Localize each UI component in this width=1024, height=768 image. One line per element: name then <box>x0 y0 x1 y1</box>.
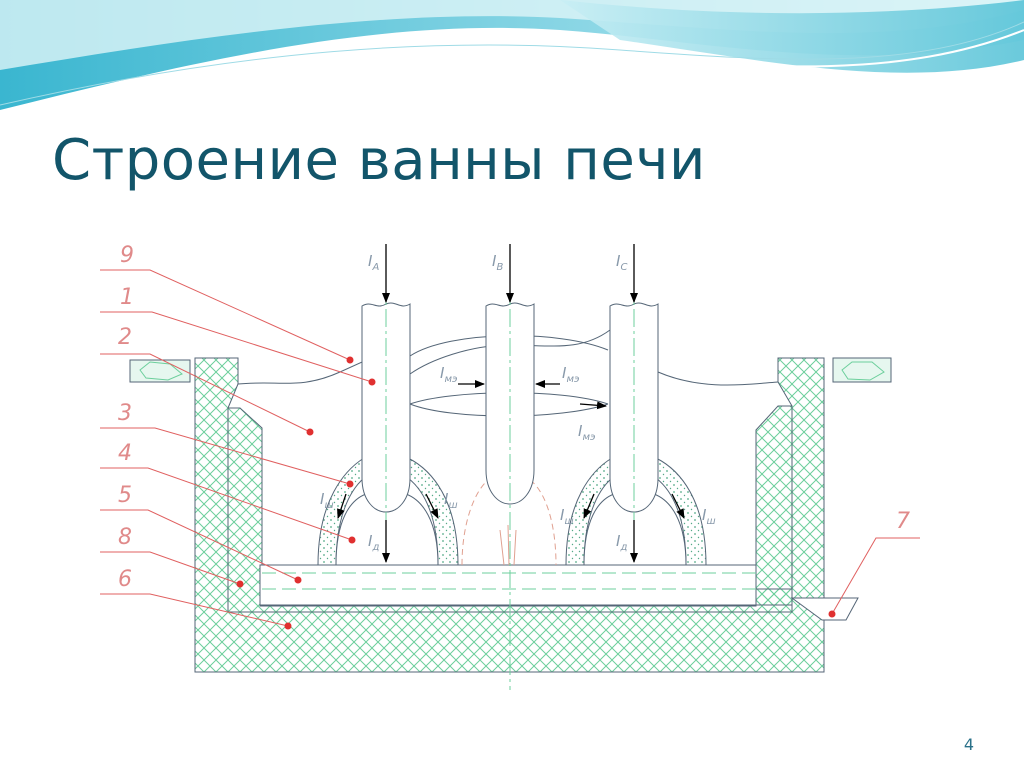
current-label-b: IB <box>492 252 503 273</box>
callout-5: 5 <box>118 483 132 508</box>
metal-layer <box>259 564 757 606</box>
current-label-sh-4: Iш <box>702 506 716 527</box>
callout-2: 2 <box>118 325 132 350</box>
leader-markers <box>236 356 836 630</box>
callout-numbers: 9 1 2 3 4 5 8 6 7 <box>118 243 910 592</box>
tap-hole <box>790 597 859 621</box>
current-label-me-2: Iмэ <box>562 364 579 385</box>
current-label-sh-2: Iш <box>444 490 458 511</box>
current-label-sh-3: Iш <box>560 506 574 527</box>
callout-3: 3 <box>118 401 132 426</box>
page-number: 4 <box>963 735 974 754</box>
callout-4: 4 <box>118 441 132 466</box>
callout-8: 8 <box>118 525 132 550</box>
center-lines <box>385 280 635 690</box>
current-label-me-1: Iмэ <box>440 364 457 385</box>
cavity-middle <box>461 479 557 566</box>
current-arrows <box>337 244 685 563</box>
current-label-me-3: Iмэ <box>578 422 595 443</box>
current-label-c: IC <box>616 252 627 273</box>
slide-title: Строение ванны печи <box>52 128 706 193</box>
current-labels: IA IB IC Iмэ Iмэ Iмэ Iш Iш Iд Iш Iш Iд <box>320 252 716 553</box>
current-label-d-2: Iд <box>616 532 627 553</box>
callout-9: 9 <box>120 243 134 268</box>
leader-lines <box>100 269 920 627</box>
callout-1: 1 <box>120 285 134 310</box>
callout-7: 7 <box>896 509 910 534</box>
current-label-sh-1: Iш <box>320 490 334 511</box>
header-wave-decoration <box>0 0 1024 113</box>
current-label-a: IA <box>368 252 379 273</box>
callout-6: 6 <box>118 567 132 592</box>
top-bricks <box>129 357 892 383</box>
current-label-d-1: Iд <box>368 532 379 553</box>
